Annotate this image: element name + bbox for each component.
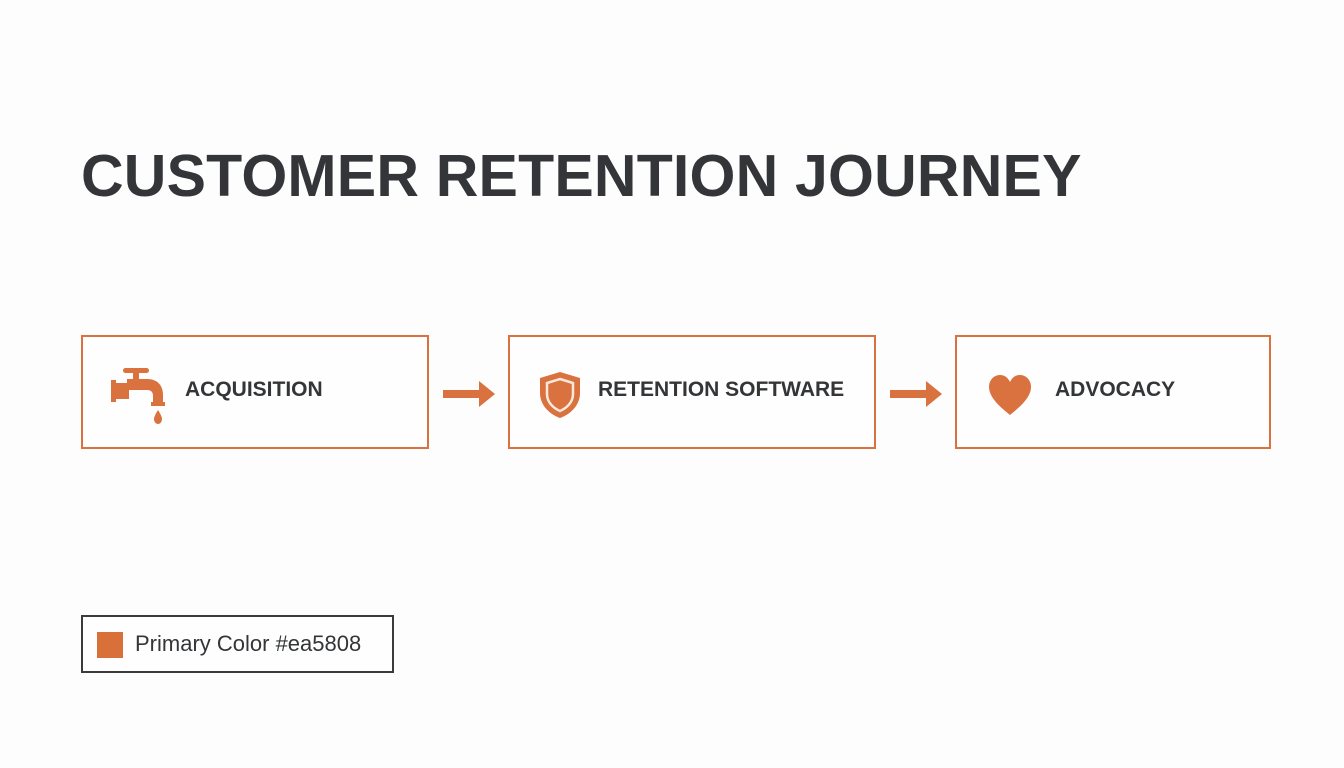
- shield-icon: [540, 372, 580, 418]
- diagram-title: CUSTOMER RETENTION JOURNEY: [81, 143, 1082, 209]
- step-label: ACQUISITION: [185, 378, 323, 401]
- step-advocacy: ADVOCACY: [955, 335, 1271, 449]
- step-retention-software: RETENTION SOFTWARE: [508, 335, 876, 449]
- faucet-icon: [111, 368, 165, 424]
- step-label: ADVOCACY: [1055, 378, 1176, 401]
- color-legend: Primary Color #ea5808: [81, 615, 394, 673]
- color-swatch: [97, 632, 123, 658]
- legend-label: Primary Color #ea5808: [135, 631, 362, 656]
- arrow-right-icon: [443, 381, 495, 407]
- step-label: RETENTION SOFTWARE: [598, 378, 845, 401]
- heart-icon: [989, 375, 1031, 415]
- step-acquisition: ACQUISITION: [81, 335, 429, 449]
- arrow-right-icon: [890, 381, 942, 407]
